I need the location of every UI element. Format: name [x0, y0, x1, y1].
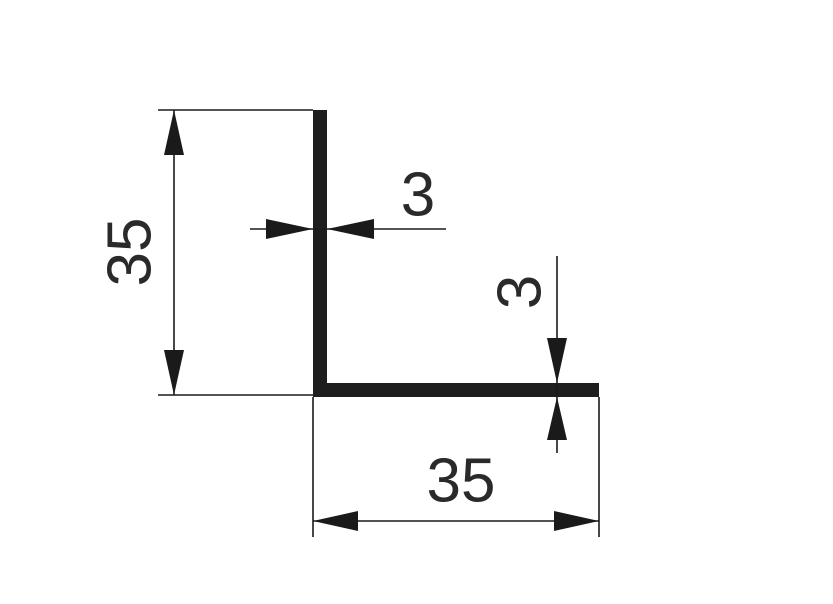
profile-horizontal-leg	[313, 383, 599, 397]
horizontal-thickness-label: 3	[486, 275, 555, 309]
height-dimension-label: 35	[96, 218, 165, 287]
profile-vertical-leg	[313, 110, 327, 397]
angle-profile-shape	[313, 110, 599, 397]
vertical-thickness-dimension: 3	[250, 161, 446, 239]
width-arrow-left	[313, 511, 358, 531]
width-dimension-label: 35	[427, 447, 496, 516]
horizontal-thickness-dimension: 3	[486, 256, 567, 453]
vertical-thickness-label: 3	[401, 161, 435, 230]
width-dimension: 35	[312, 397, 600, 537]
vertical-thickness-arrow-right	[327, 219, 374, 239]
horizontal-thickness-arrow-top	[547, 338, 567, 383]
height-arrow-bottom	[164, 350, 184, 395]
horizontal-thickness-arrow-bottom	[547, 397, 567, 440]
height-arrow-top	[164, 110, 184, 155]
width-arrow-right	[554, 511, 599, 531]
vertical-thickness-arrow-left	[266, 219, 313, 239]
height-dimension: 35	[96, 109, 313, 396]
